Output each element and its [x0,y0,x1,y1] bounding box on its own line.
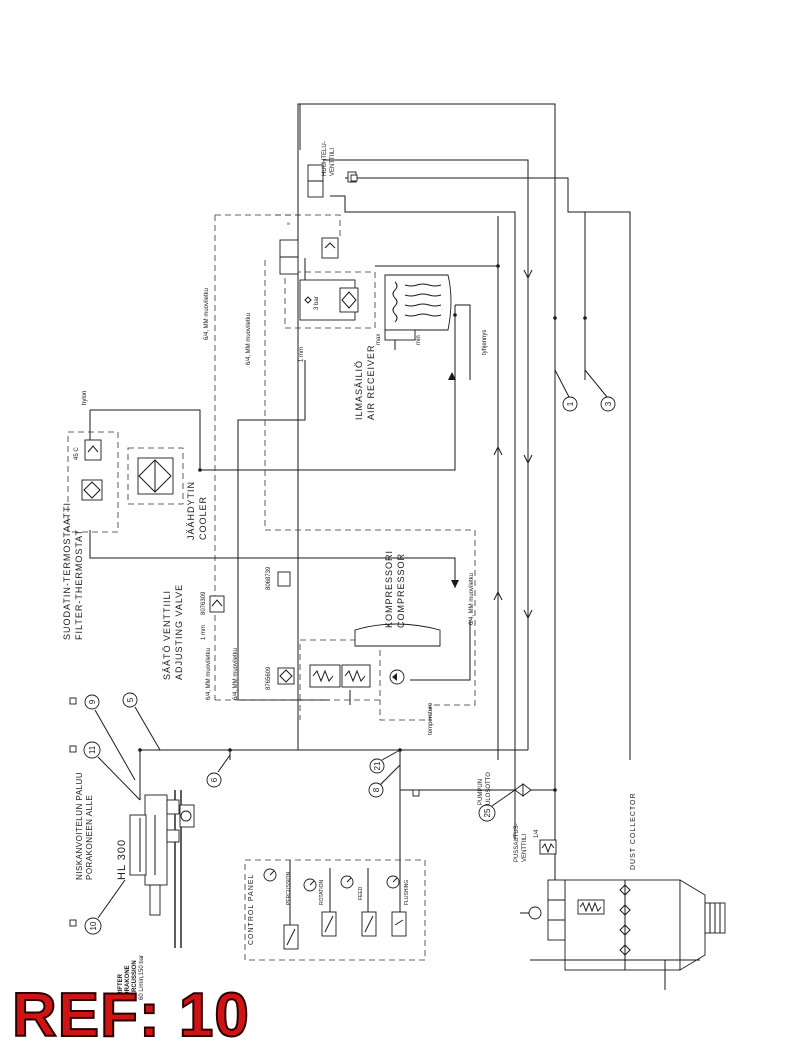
callout-label: 21 [373,761,382,770]
pump-valve-label-1: PUMPUN [478,779,484,805]
air-receiver-label-en: AIR RECEIVER [366,344,376,420]
callout-label: 5 [126,697,135,702]
dust-collector: DUST COLLECTOR 1/4 PUSSAUTUS- VENTTIILI … [478,772,726,990]
bar-label: 3 bar [314,296,320,310]
hose-label: 6/4, MM muoviletku [204,288,210,340]
pn-b-label: 8068739 [266,566,272,590]
adjusting-valve-label-fi: SÄÄTÖ VENTTIILI [162,590,172,680]
callouts: 1 3 5 6 8 9 10 11 21 25 [83,369,616,935]
temp-label: 45 C [74,447,80,460]
air-receiver-label-fi: ILMASÄILIÖ [354,360,364,420]
control-panel-label: CONTROL PANEL [248,874,255,945]
pn-a-label: 8076309 [201,591,207,615]
filter-thermostat-label-fi: SUODATIN-TERMOSTAATTI [62,502,72,640]
compressor: 8068739 8765609 temperature KOMPRESSORI … [266,347,441,735]
bag-valve-label-1: PUSSAUTUS- [514,823,520,862]
dust-collector-label: DUST COLLECTOR [630,792,637,870]
dashed-boundaries [67,214,476,961]
nylon-label: hylon [82,391,88,405]
temperature-label: temperature [428,702,434,735]
lubrication-label-2: PORAKONEEN ALLE [85,795,94,880]
drifter-label-2: PORAKONE [125,965,131,1000]
receiver-min-label: min [416,335,422,345]
flush-valve-label-2: VENTTIILI [330,148,336,176]
compressor-label-fi: KOMPRESSORI [384,550,394,628]
ref-title: REF: 10 [11,981,250,1050]
empty-label: tyhjennys [482,330,488,355]
cooler-label-en: COOLER [198,496,208,540]
gauge-label-percussion: PERCUSSION [286,872,292,905]
gauge-label-rotation: ROTATION [319,880,325,905]
callout-label: 3 [604,401,613,406]
gauge-label-feed: FEED [358,886,364,900]
hose-label: 6/4, MM muoviletku [233,648,239,700]
hl300-label: HL 300 [116,839,128,880]
adjusting-valve: 8076309 1 mm SÄÄTÖ VENTTIILI ADJUSTING V… [162,584,225,680]
pump-valve-label-2: ULOSOTTO [486,772,492,805]
quarter-label: 1/4 [534,829,540,838]
one-mm-label-a: 1 mm [201,625,207,640]
control-panel: PERCUSSION ROTATION FEED FLUSHING CONTRO… [248,860,410,950]
hose-labels: 6/4, MM muoviletku 6/4, MM muoviletku 6/… [204,288,475,700]
drill-hl300: HL 300 NISKANVOITELUN PALUU PORAKONEEN A… [75,772,195,1000]
adjusting-valve-label-en: ADJUSTING VALVE [174,584,184,680]
hose-label: 6/4, MM muoviletku [206,648,212,700]
filter-thermostat-label-en: FILTER-THERMOSTAT [74,529,84,640]
callout-label: 9 [88,699,97,704]
callout-label: 25 [483,808,492,817]
air-receiver: max min ILMASÄILIÖ AIR RECEIVER tyhjenny… [354,274,488,420]
callout-label: 6 [210,777,219,782]
filter-thermostat: 45 C hylon SUODATIN-TERMOSTAATTI FILTER-… [62,391,103,640]
drifter-label-3: PERCUSSION [132,960,138,1000]
cooler-label-fi: JÄÄHDYTIN [186,481,196,540]
drifter-label-4: 60 L/min,150 bar [139,955,145,1000]
valve-label-top: ≡ [286,222,292,225]
callout-label: 11 [88,745,97,754]
flush-valve-label-1: HUUHTELU- [322,141,328,176]
callout-label: 10 [89,921,98,930]
hose-label: 6/4, MM muoviletku [246,313,252,365]
receiver-max-label: max [376,334,382,345]
callout-label: 1 [566,401,575,406]
one-mm-label-b: 1 mm [299,347,305,362]
lubrication-label-1: NISKANVOITELUN PALUU [75,772,84,880]
letter-markers [69,174,420,927]
bag-valve-label-2: VENTTIILI [522,834,528,862]
cooler: JÄÄHDYTIN COOLER [137,457,208,540]
compressor-label-en: COMPRESSOR [396,553,406,628]
valve-block: 3 bar ≡ HUUHTELU- VENTTIILI [279,141,359,321]
gauge-label-flushing: FLUSHING [404,880,410,905]
hose-label: 6/4, MM muoviletku [469,573,475,625]
pn-c-label: 8765609 [266,666,272,690]
callout-label: 8 [372,787,381,792]
drifter-label-1: DRIFTER [118,973,124,1000]
main-pipes [89,103,631,880]
